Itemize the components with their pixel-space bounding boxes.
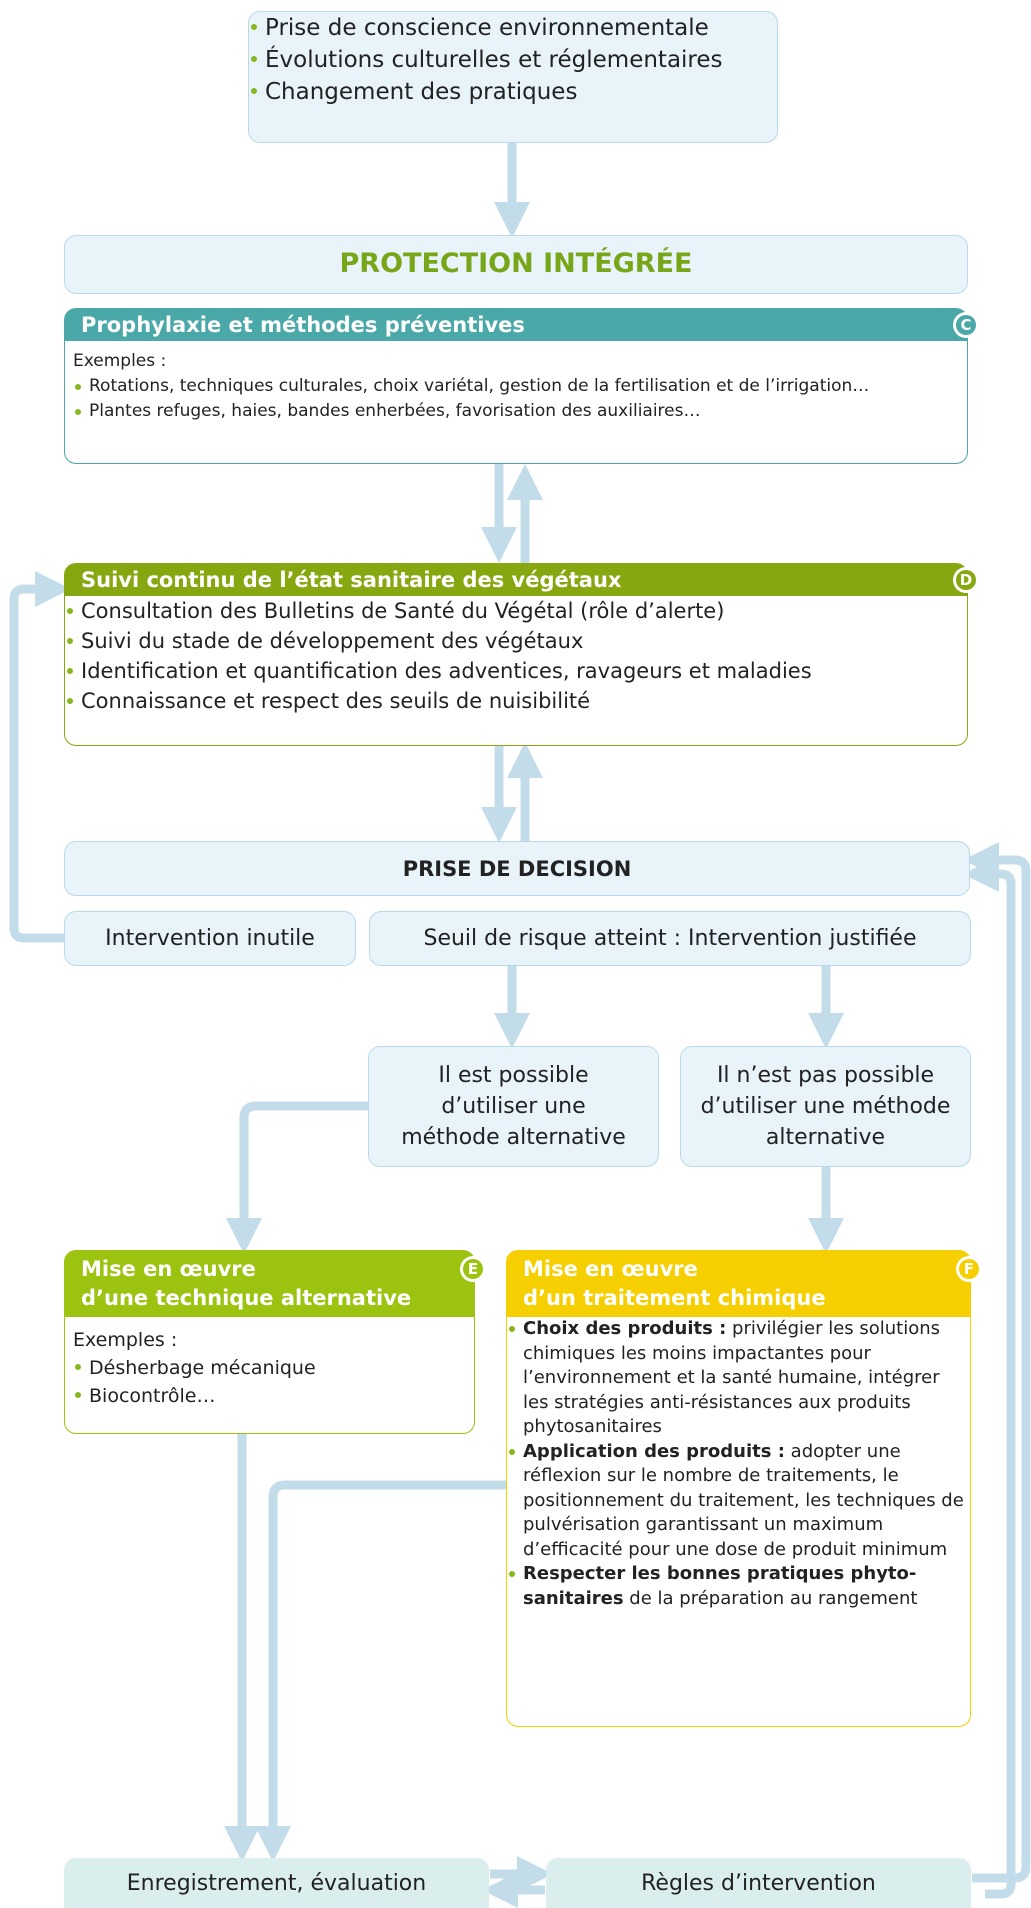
section-c-prophylaxie: Prophylaxie et méthodes préventives C Ex… [64, 308, 979, 464]
context-list: Prise de conscience environnementale Évo… [249, 12, 777, 108]
list-item-text: adopter une réflexion sur le nombre de t… [523, 1440, 964, 1560]
list-item: Rotations, techniques culturales, choix … [73, 374, 959, 399]
section-e-title-line1: Mise en œuvre [81, 1257, 256, 1281]
intervention-justified-label: Seuil de risque atteint : Intervention j… [423, 926, 917, 951]
list-item: Suivi du stade de développement des végé… [65, 626, 967, 656]
badge-d-icon: D [953, 567, 979, 593]
section-c-list: Rotations, techniques culturales, choix … [73, 374, 959, 424]
intervention-useless-label: Intervention inutile [105, 926, 315, 951]
section-d-header: Suivi continu de l’état sanitaire des vé… [65, 564, 979, 596]
decision-title: PRISE DE DECISION [402, 856, 632, 881]
arrow-inner-right-loop [963, 856, 1016, 1899]
protection-integree-banner: PROTECTION INTÉGRÉE [64, 235, 968, 294]
intervention-useless-box: Intervention inutile [64, 911, 356, 966]
context-box: Prise de conscience environnementale Évo… [248, 11, 778, 143]
list-item: Évolutions culturelles et réglementaires [249, 44, 777, 76]
list-item-text: privilégier les solutions chimiques les … [523, 1318, 941, 1437]
arrow-useless-to-d [9, 571, 71, 943]
list-item: Désherbage mécanique [73, 1354, 466, 1382]
list-item: Respecter les bonnes pratiques phyto-san… [507, 1562, 970, 1611]
section-e-title-line2: d’une technique alternative [81, 1286, 412, 1310]
intervention-rules-label: Règles d’intervention [641, 1870, 876, 1896]
section-f-chimique: Mise en œuvre d’un traitement chimique F… [506, 1250, 982, 1727]
alternative-possible-label: Il est possible d’utiliser une méthode a… [401, 1063, 626, 1150]
badge-f-icon: F [956, 1256, 982, 1282]
list-item-text: de la préparation au rangement [623, 1587, 918, 1609]
list-item: Biocontrôle… [73, 1382, 466, 1410]
evaluation-label: Enregistrement, évaluation [126, 1870, 427, 1896]
alternative-not-possible-label: Il n’est pas possible d’utiliser une mét… [700, 1063, 951, 1150]
badge-e-icon: E [460, 1256, 486, 1282]
list-item-bold: Respecter les bonnes pratiques phyto-san… [523, 1563, 917, 1609]
section-e-body: Exemples : Désherbage mécanique Biocontr… [65, 1317, 474, 1418]
list-item: Application des produits : adopter une r… [507, 1440, 970, 1563]
section-c-title: Prophylaxie et méthodes préventives [81, 313, 525, 337]
section-e-intro: Exemples : [73, 1329, 178, 1351]
section-d-title: Suivi continu de l’état sanitaire des vé… [81, 568, 622, 592]
section-c-header: Prophylaxie et méthodes préventives C [65, 309, 979, 341]
section-d-suivi: Suivi continu de l’état sanitaire des vé… [64, 563, 979, 746]
section-d-list: Consultation des Bulletins de Santé du V… [65, 596, 967, 716]
list-item: Identification et quantification des adv… [65, 656, 967, 686]
section-e-alternative: Mise en œuvre d’une technique alternativ… [64, 1250, 486, 1434]
section-e-list: Désherbage mécanique Biocontrôle… [73, 1354, 466, 1410]
badge-c-icon: C [953, 312, 979, 338]
list-item: Prise de conscience environnementale [249, 12, 777, 44]
page-title: PROTECTION INTÉGRÉE [339, 248, 693, 279]
intervention-justified-box: Seuil de risque atteint : Intervention j… [369, 911, 971, 966]
alternative-possible-box: Il est possible d’utiliser une méthode a… [368, 1046, 659, 1167]
list-item: Plantes refuges, haies, bandes enherbées… [73, 399, 959, 424]
arrow-outer-right-loop [963, 842, 1031, 1883]
list-item: Consultation des Bulletins de Santé du V… [65, 596, 967, 626]
list-item: Changement des pratiques [249, 76, 777, 108]
section-e-header: Mise en œuvre d’une technique alternativ… [65, 1251, 486, 1317]
section-f-title-line2: d’un traitement chimique [523, 1286, 826, 1310]
list-item-bold: Application des produits : [523, 1440, 785, 1462]
section-f-header: Mise en œuvre d’un traitement chimique F [507, 1251, 982, 1317]
list-item-bold: Choix des produits : [523, 1318, 727, 1339]
list-item: Choix des produits : privilégier les sol… [507, 1317, 970, 1440]
decision-box: PRISE DE DECISION [64, 841, 970, 896]
section-f-title-line1: Mise en œuvre [523, 1257, 698, 1281]
intervention-rules-box: Règles d’intervention [546, 1858, 971, 1908]
arrow-possible-to-e [226, 1101, 368, 1254]
section-c-intro: Exemples : [73, 351, 167, 371]
section-f-list: Choix des produits : privilégier les sol… [507, 1317, 970, 1611]
evaluation-box: Enregistrement, évaluation [64, 1858, 489, 1908]
section-c-body: Exemples : Rotations, techniques cultura… [65, 341, 967, 432]
list-item: Connaissance et respect des seuils de nu… [65, 686, 967, 716]
alternative-not-possible-box: Il n’est pas possible d’utiliser une mét… [680, 1046, 971, 1167]
arrow-f-to-bottom [255, 1480, 506, 1862]
